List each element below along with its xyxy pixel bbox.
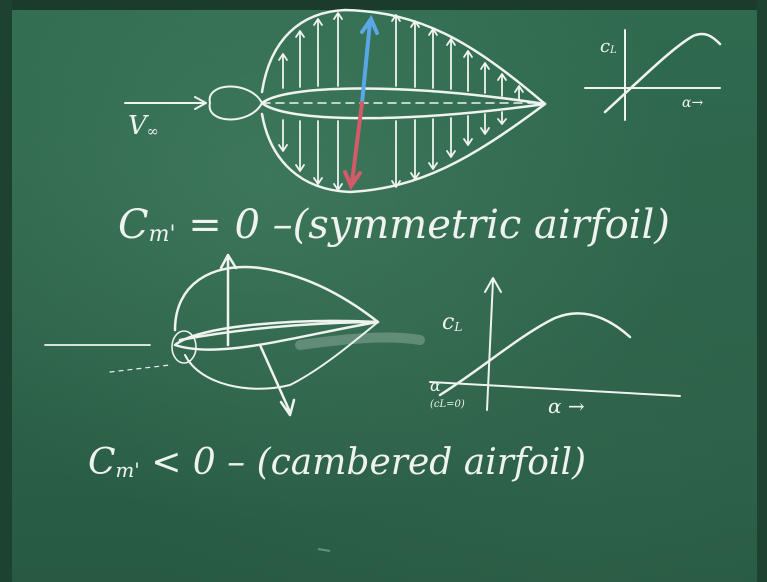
- freestream-dashed: [109, 364, 171, 373]
- board-frame-left: [0, 0, 12, 582]
- suction-arrows: [278, 12, 524, 100]
- top-cl-axis-label: cL: [600, 36, 617, 57]
- zero-lift-alpha-label: α(cL=0): [430, 376, 465, 410]
- cambered-down-arrow: [258, 343, 296, 417]
- cambered-lower-envelope: [184, 321, 379, 390]
- leading-edge-bubble: [208, 85, 263, 121]
- red-force-arrow: [343, 101, 364, 191]
- cambered-upper-envelope: [173, 265, 380, 342]
- top-graph-axes: [584, 29, 721, 121]
- chalk-smudge: [295, 332, 425, 350]
- blue-lift-arrow: [360, 14, 379, 105]
- bottom-cl-alpha-graph: [429, 277, 681, 411]
- cambered-airfoil-diagram: [44, 253, 380, 417]
- symmetric-airfoil-diagram: [124, 8, 547, 194]
- board-frame-right: [757, 0, 767, 582]
- board-frame-top: [0, 0, 767, 10]
- pressure-arrows: [278, 111, 507, 191]
- bottom-alpha-axis-label: α →: [548, 394, 585, 418]
- top-cl-alpha-graph: [584, 29, 722, 121]
- symmetric-equation: Cm' = 0 –(symmetric airfoil): [118, 202, 670, 248]
- upper-pressure-envelope: [260, 8, 547, 106]
- freestream-arrow: [124, 96, 207, 110]
- bottom-graph-axes: [429, 277, 681, 411]
- chalk-mark: [317, 548, 331, 552]
- cambered-lift-arrow: [219, 253, 238, 347]
- top-cl-curve: [603, 32, 722, 114]
- cambered-equation: Cm' < 0 – (cambered airfoil): [88, 442, 587, 483]
- leading-edge-circle: [171, 330, 197, 364]
- bottom-cl-curve: [438, 312, 632, 397]
- top-alpha-axis-label: α→: [682, 95, 704, 111]
- bottom-cl-axis-label: cL: [442, 310, 463, 335]
- lower-pressure-envelope: [260, 102, 547, 194]
- freestream-velocity-label: V∞: [128, 111, 159, 141]
